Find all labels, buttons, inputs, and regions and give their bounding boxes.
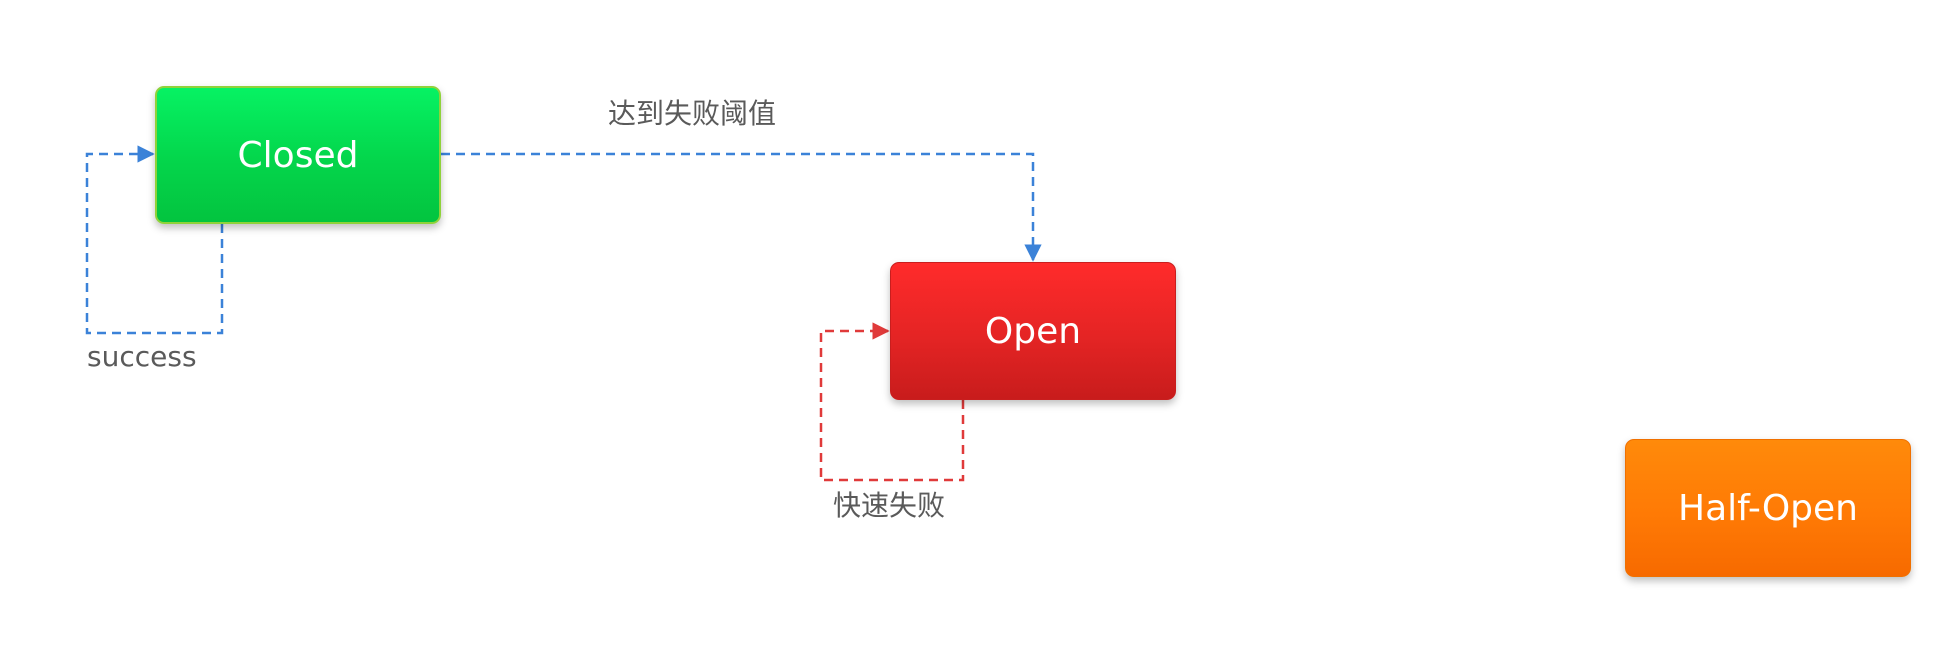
failure-threshold-label: 达到失败阈值 <box>608 97 777 130</box>
state-closed: Closed <box>155 86 441 224</box>
open-self-loop-connector <box>819 322 965 482</box>
success-label: success <box>87 340 197 373</box>
state-closed-label: Closed <box>237 134 359 176</box>
state-open: Open <box>890 262 1176 400</box>
state-half-open: Half-Open <box>1625 439 1911 577</box>
fast-fail-label: 快速失败 <box>833 489 946 522</box>
closed-self-loop-connector <box>85 145 224 335</box>
state-half-open-label: Half-Open <box>1678 487 1858 529</box>
closed-to-open-connector <box>441 152 1042 262</box>
state-open-label: Open <box>984 310 1082 352</box>
